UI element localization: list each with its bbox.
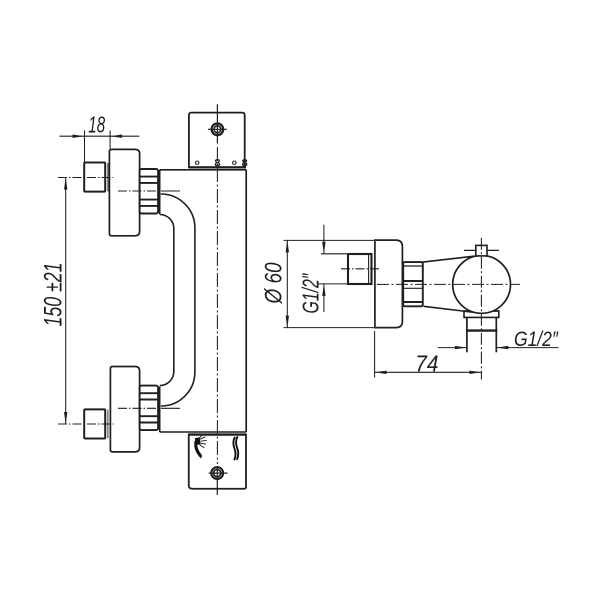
svg-text:o: o — [232, 157, 237, 167]
svg-text:o: o — [195, 157, 200, 167]
svg-text:G1/2″: G1/2″ — [514, 327, 559, 351]
svg-text:18: 18 — [88, 112, 105, 138]
svg-text:8: 8 — [242, 157, 248, 169]
svg-text:74: 74 — [415, 351, 438, 377]
svg-text:G1/2″: G1/2″ — [298, 273, 324, 314]
svg-text:8: 8 — [214, 157, 220, 169]
svg-text:150 ±21: 150 ±21 — [40, 263, 68, 327]
svg-text:Ø 60: Ø 60 — [261, 262, 288, 304]
